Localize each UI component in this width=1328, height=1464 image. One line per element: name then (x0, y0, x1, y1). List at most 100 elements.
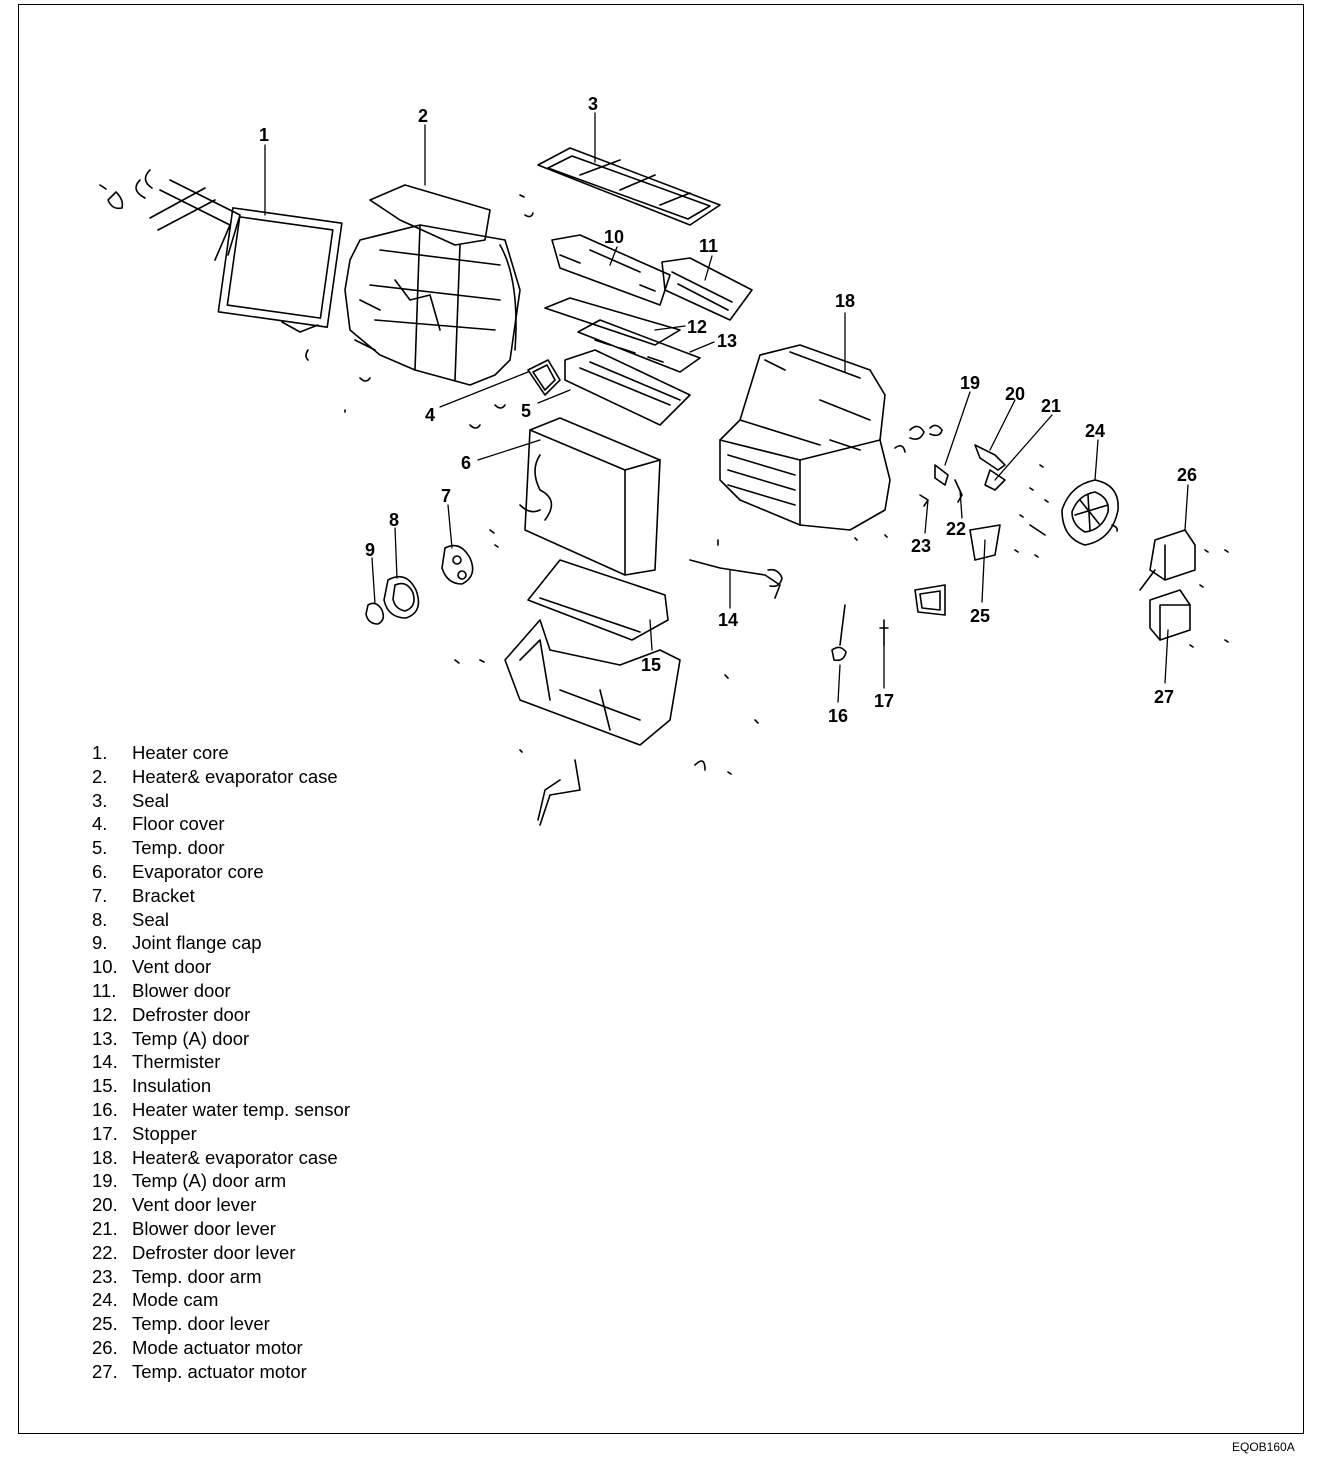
legend-item: 26. Mode actuator motor (92, 1336, 350, 1360)
legend-number: 7. (92, 884, 108, 906)
callout-13: 13 (717, 331, 737, 351)
legend-number: 15. (92, 1075, 118, 1097)
legend-label: Heater& evaporator case (132, 765, 338, 787)
bracket-and-seals-drawing (365, 529, 499, 625)
legend-label: Heater core (132, 742, 229, 763)
callout-numbers: 1 2 3 4 5 6 7 8 9 10 11 12 13 14 15 16 1… (259, 94, 1197, 726)
callout-21: 21 (1041, 396, 1061, 416)
heater-evaporator-case-right-drawing (719, 344, 891, 541)
legend-number: 14. (92, 1051, 118, 1073)
callout-12: 12 (687, 317, 707, 337)
legend-label: Blower door (132, 979, 231, 1001)
legend-item: 22.Defroster door lever (92, 1241, 350, 1265)
legend-label: Stopper (132, 1122, 197, 1144)
callout-4: 4 (425, 405, 435, 425)
legend-item: 7. Bracket (92, 884, 350, 908)
callout-24: 24 (1085, 421, 1105, 441)
figure-code: EQOB160A (1232, 1440, 1295, 1454)
legend-number: 6. (92, 860, 108, 882)
legend-item: 13. Temp (A) door (92, 1027, 350, 1051)
legend-item: 5. Temp. door (92, 836, 350, 860)
callout-19: 19 (960, 373, 980, 393)
legend-label: Thermister (132, 1051, 221, 1073)
legend-item: 15.Insulation (92, 1074, 350, 1098)
legend-label: Mode actuator motor (132, 1336, 303, 1358)
callout-7: 7 (441, 486, 451, 506)
callout-10: 10 (604, 227, 624, 247)
legend-item: 10.Vent door (92, 955, 350, 979)
thermister-and-sensors-drawing (689, 539, 889, 662)
legend-item: 11. Blower door (92, 979, 350, 1003)
legend-number: 20. (92, 1194, 118, 1216)
legend-number: 1. (92, 742, 108, 763)
callout-14: 14 (718, 610, 738, 630)
legend-item: 14. Thermister (92, 1050, 350, 1074)
legend-number: 16. (92, 1098, 118, 1120)
legend-item: 19.Temp (A) door arm (92, 1169, 350, 1193)
legend-label: Temp. actuator motor (132, 1360, 307, 1382)
legend-item: 9. Joint flange cap (92, 931, 350, 955)
door-panels-drawing (519, 194, 753, 373)
callout-20: 20 (1005, 384, 1025, 404)
legend-number: 11. (92, 979, 117, 1001)
callout-25: 25 (970, 606, 990, 626)
legend-label: Temp. door arm (132, 1265, 262, 1287)
legend-item: 27. Temp. actuator motor (92, 1360, 350, 1384)
floor-cover-and-temp-door-drawing (469, 349, 691, 429)
legend-label: Floor cover (132, 813, 225, 835)
legend-item: 6.Evaporator core (92, 860, 350, 884)
callout-18: 18 (835, 291, 855, 311)
parts-legend: 1.Heater core 2.Heater& evaporator case … (92, 741, 350, 1384)
legend-number: 3. (92, 789, 108, 811)
legend-item: 24.Mode cam (92, 1288, 350, 1312)
legend-label: Temp (A) door arm (132, 1170, 287, 1192)
mode-cam-drawing (1061, 479, 1119, 546)
legend-item: 4. Floor cover (92, 812, 350, 836)
heater-evaporator-case-left-drawing (344, 184, 521, 413)
callout-16: 16 (828, 706, 848, 726)
legend-number: 27. (92, 1360, 118, 1382)
callout-1: 1 (259, 125, 269, 145)
legend-number: 5. (92, 837, 108, 859)
legend-number: 9. (92, 932, 108, 954)
evaporator-core-drawing (519, 417, 661, 576)
callout-17: 17 (874, 691, 894, 711)
legend-number: 4. (92, 813, 108, 835)
legend-number: 26. (92, 1336, 118, 1358)
legend-item: 25.Temp. door lever (92, 1312, 350, 1336)
actuator-motors-drawing (1139, 529, 1229, 648)
callout-3: 3 (588, 94, 598, 114)
insulation-and-lower-case-drawing (454, 559, 759, 826)
legend-label: Blower door lever (132, 1217, 276, 1239)
callout-8: 8 (389, 510, 399, 530)
legend-number: 24. (92, 1289, 118, 1311)
legend-number: 13. (92, 1027, 118, 1049)
legend-item: 16. Heater water temp. sensor (92, 1098, 350, 1122)
callout-5: 5 (521, 401, 531, 421)
legend-label: Joint flange cap (132, 932, 262, 954)
callout-26: 26 (1177, 465, 1197, 485)
heater-core-drawing (99, 169, 343, 361)
legend-number: 18. (92, 1146, 118, 1168)
legend-label: Bracket (132, 884, 195, 906)
seal-drawing (537, 147, 721, 226)
legend-item: 8.Seal (92, 908, 350, 932)
legend-item: 12.Defroster door (92, 1003, 350, 1027)
legend-number: 21. (92, 1217, 118, 1239)
callout-22: 22 (946, 519, 966, 539)
legend-label: Temp (A) door (132, 1027, 250, 1049)
legend-number: 25. (92, 1313, 118, 1335)
legend-label: Temp. door (132, 837, 225, 859)
diagram-frame (18, 4, 1304, 1434)
callout-2: 2 (418, 106, 428, 126)
callout-15: 15 (641, 655, 661, 675)
legend-number: 22. (92, 1241, 118, 1263)
legend-item: 17.Stopper (92, 1122, 350, 1146)
legend-label: Vent door (132, 956, 212, 978)
legend-label: Heater water temp. sensor (132, 1098, 350, 1120)
legend-label: Seal (132, 908, 170, 930)
legend-label: Seal (132, 789, 170, 811)
leader-lines (264, 112, 1189, 703)
legend-label: Vent door lever (132, 1194, 257, 1216)
